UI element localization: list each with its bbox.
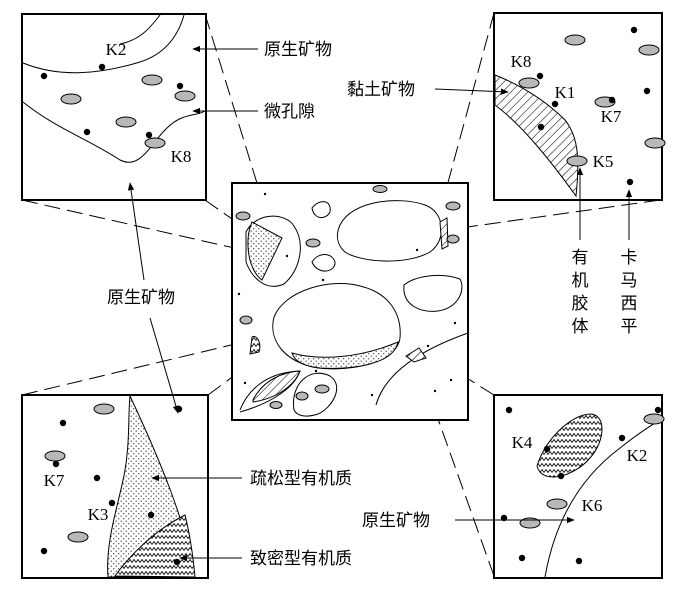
label-organic-colloid-text: 有机胶体 bbox=[572, 248, 589, 337]
label-primary-mineral-left: 原生矿物 bbox=[107, 288, 175, 308]
label-organic-colloid: 有机胶体 bbox=[572, 248, 589, 337]
label-loose-organic: 疏松型有机质 bbox=[250, 469, 352, 489]
label-kamaxiping-text: 卡马西平 bbox=[621, 248, 638, 337]
label-kamaxiping: 卡马西平 bbox=[621, 248, 638, 337]
label-primary-mineral-top: 原生矿物 bbox=[264, 40, 332, 60]
site-label-k2: K2 bbox=[106, 40, 127, 59]
site-label-k1: K1 bbox=[555, 83, 576, 102]
site-label-k3: K3 bbox=[88, 505, 109, 524]
label-micropore: 微孔隙 bbox=[264, 102, 315, 122]
site-label-k8-right: K8 bbox=[511, 52, 532, 71]
inset-top-left: K2 K8 bbox=[21, 13, 207, 201]
callout-arrows bbox=[127, 45, 633, 562]
label-dense-organic: 致密型有机质 bbox=[250, 549, 352, 569]
site-label-k6: K6 bbox=[582, 496, 603, 515]
site-label-k7: K7 bbox=[601, 107, 622, 126]
inset-bottom-right: K4 K2 K6 bbox=[493, 394, 665, 579]
inset-bottom-left: K7 K3 bbox=[21, 394, 209, 579]
label-primary-mineral-bottom: 原生矿物 bbox=[362, 511, 430, 531]
label-clay-mineral: 黏土矿物 bbox=[347, 80, 415, 100]
site-label-k4: K4 bbox=[512, 433, 533, 452]
site-label-k2-right: K2 bbox=[627, 446, 648, 465]
site-label-k5: K5 bbox=[593, 152, 614, 171]
site-label-k8: K8 bbox=[171, 147, 192, 166]
central-sample-view bbox=[231, 182, 469, 421]
site-label-k7-left: K7 bbox=[44, 471, 65, 490]
